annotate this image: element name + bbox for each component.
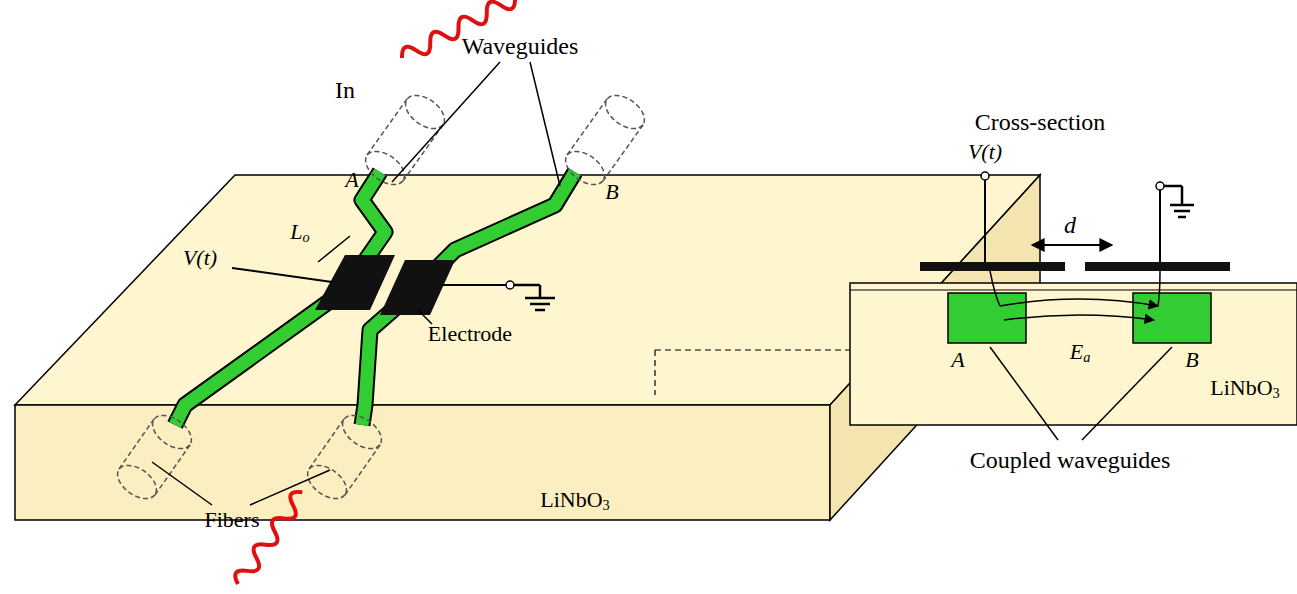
waveguide-section <box>1133 293 1211 343</box>
electrode <box>315 255 395 310</box>
field-label: Ea <box>1070 340 1091 364</box>
terminal <box>981 172 989 180</box>
buffer-layer <box>850 290 1297 291</box>
material-label: LiNbO3 <box>540 488 609 512</box>
dimension-label: d <box>1064 212 1076 238</box>
part-label: Waveguides <box>462 33 579 59</box>
electrode-section <box>920 262 1065 271</box>
signal-wire <box>232 268 332 282</box>
field-lines <box>990 271 1160 320</box>
part-label: Fibers <box>205 508 260 532</box>
electrode <box>380 260 455 315</box>
part-label: Coupled waveguides <box>970 447 1171 473</box>
ground-post <box>1159 190 1161 262</box>
signal-label: V(t) <box>968 140 1002 164</box>
fiber <box>112 89 651 506</box>
port-label: In <box>335 77 355 103</box>
gap-arrow <box>1032 244 1112 246</box>
length-label: Lo <box>290 220 309 244</box>
signal-post <box>984 180 986 262</box>
substrate-front <box>15 405 830 520</box>
part-label: Electrode <box>428 322 512 346</box>
waveguide-letter: B <box>605 180 618 204</box>
waveguide-letter: A <box>951 348 964 372</box>
ground-symbol <box>514 285 555 310</box>
signal-label: V(t) <box>183 246 217 270</box>
substrate-section <box>850 283 1297 425</box>
waveguide-letter: A <box>345 168 358 192</box>
view-title: Cross-section <box>975 109 1106 135</box>
light-wave <box>231 488 308 589</box>
material-label: LiNbO3 <box>1210 376 1279 400</box>
ground-wire <box>440 284 506 286</box>
terminal <box>506 281 514 289</box>
electrode-section <box>1085 262 1230 271</box>
waveguides <box>175 172 575 425</box>
section-marker <box>655 350 850 395</box>
terminal <box>1156 182 1164 190</box>
length-mark <box>318 236 350 262</box>
waveguide-letter: B <box>1185 348 1198 372</box>
leader-line <box>152 62 560 505</box>
ground-symbol <box>1164 186 1194 217</box>
